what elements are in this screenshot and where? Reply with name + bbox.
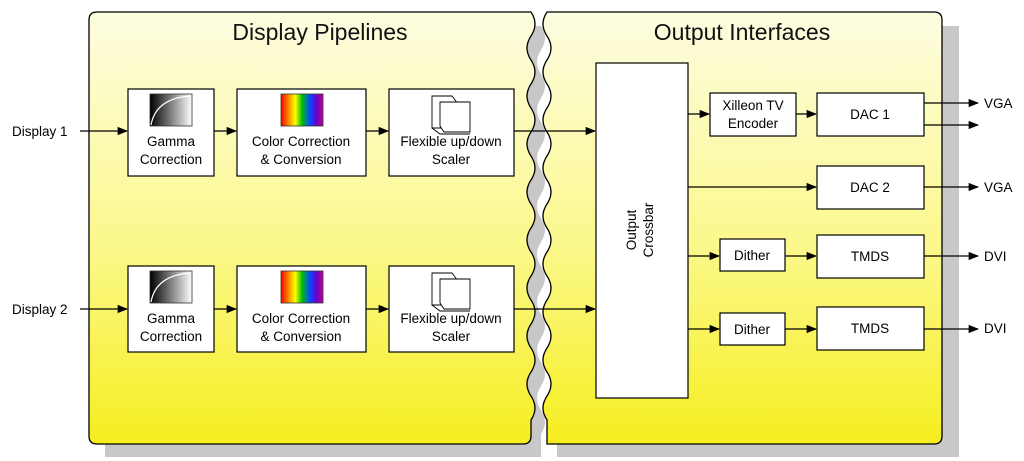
dither-box-2: [719, 312, 786, 346]
color-correction-label-line1: Color Correction: [252, 311, 350, 326]
gamma-curve-icon: [149, 270, 193, 304]
dac-2-label: DAC 2: [850, 180, 890, 195]
scaler-label-line2: Scaler: [432, 329, 471, 344]
display-pipelines-title: Display Pipelines: [232, 19, 407, 45]
vga-output-label-1: VGA: [984, 96, 1013, 111]
tmds-label-1: TMDS: [851, 249, 889, 264]
dac-1-label: DAC 1: [850, 107, 890, 122]
encoder-label-line2: Encoder: [728, 116, 779, 131]
scaler-label-line2: Scaler: [432, 152, 471, 167]
display-2-label: Display 2: [12, 302, 68, 317]
display-pipelines-panel: [88, 11, 536, 445]
connectors: [80, 98, 980, 334]
dac-1-box: [816, 92, 925, 137]
tmds-box-2: [816, 306, 925, 351]
dvi-output-label-2: DVI: [984, 321, 1007, 336]
color-spectrum-icon: [280, 93, 324, 127]
color-correction-label-line2: & Conversion: [260, 152, 341, 167]
tmds-label-2: TMDS: [851, 321, 889, 336]
dac-2-box: [816, 165, 925, 210]
scaler-pages-icon: [431, 272, 471, 312]
dvi-output-label-1: DVI: [984, 249, 1007, 264]
encoder-label-line1: Xilleon TV: [722, 98, 783, 113]
color-spectrum-icon: [280, 270, 324, 304]
scaler-label-line1: Flexible up/down: [400, 134, 501, 149]
dither-label-2: Dither: [734, 322, 771, 337]
dither-box-1: [719, 238, 786, 272]
xilleon-tv-encoder-box: [709, 92, 797, 137]
color-correction-label-line2: & Conversion: [260, 329, 341, 344]
crossbar-label-line2: Crossbar: [641, 202, 656, 257]
output-interfaces-title: Output Interfaces: [654, 19, 830, 45]
output-crossbar-box: [595, 62, 689, 399]
gamma-label-line1: Gamma: [147, 311, 196, 326]
pipeline-1: Gamma Correction Color Correction & Conv…: [127, 88, 515, 177]
display-1-label: Display 1: [12, 124, 68, 139]
scaler-label-line1: Flexible up/down: [400, 311, 501, 326]
tmds-box-1: [816, 234, 925, 279]
pipeline-2: Gamma Correction Color Correction & Conv…: [127, 265, 515, 353]
vga-output-label-2: VGA: [984, 180, 1013, 195]
gamma-curve-icon: [149, 93, 193, 127]
dither-label-1: Dither: [734, 248, 771, 263]
scaler-pages-icon: [431, 95, 471, 135]
color-correction-label-line1: Color Correction: [252, 134, 350, 149]
gamma-label-line2: Correction: [140, 152, 202, 167]
gamma-label-line1: Gamma: [147, 134, 196, 149]
gamma-label-line2: Correction: [140, 329, 202, 344]
crossbar-label-line1: Output: [624, 209, 639, 250]
